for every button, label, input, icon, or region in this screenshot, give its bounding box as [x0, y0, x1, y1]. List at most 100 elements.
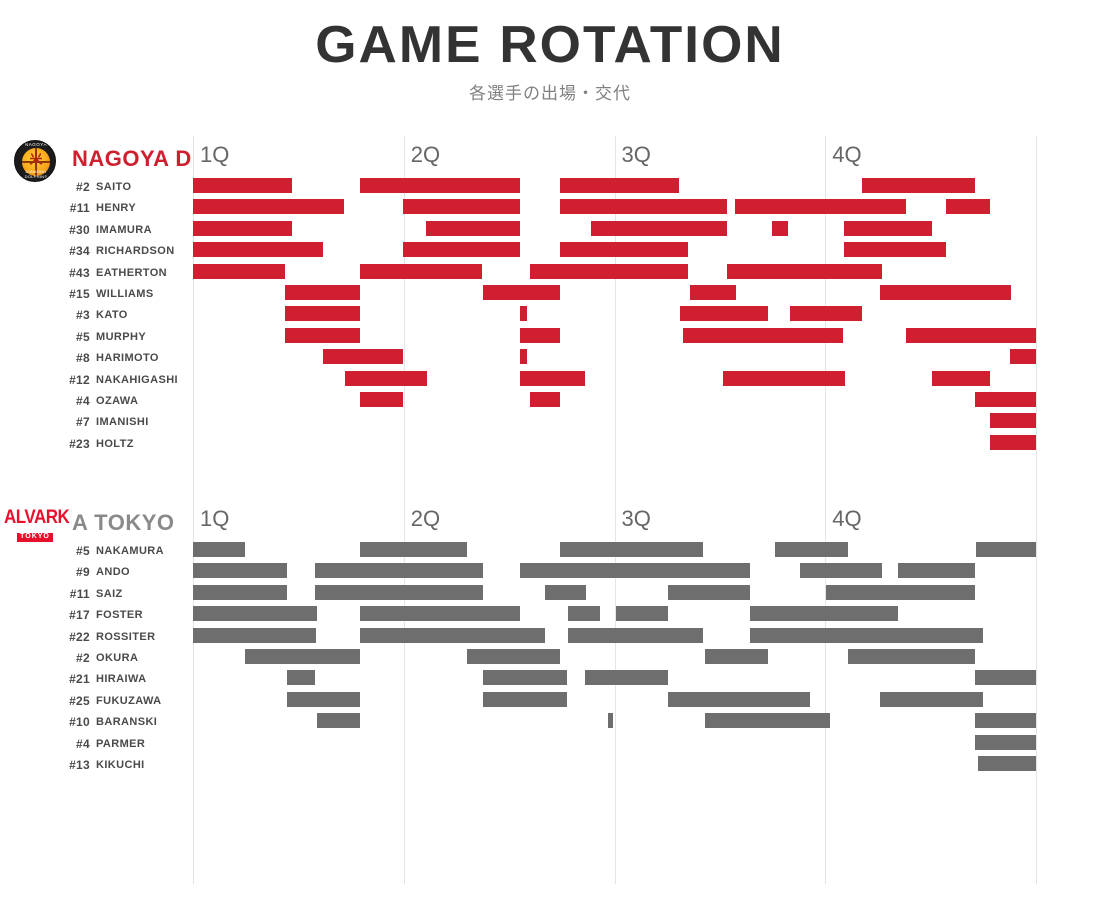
stint-bar[interactable]	[844, 220, 932, 236]
stint-bar[interactable]	[976, 542, 1036, 557]
stint-bar[interactable]	[880, 285, 1011, 300]
stint-bar[interactable]	[345, 370, 427, 386]
stint-bar[interactable]	[360, 606, 520, 622]
stint-bar[interactable]	[193, 542, 245, 557]
stint-bar[interactable]	[1010, 349, 1036, 365]
stint-bar[interactable]	[193, 584, 287, 600]
stint-bar[interactable]	[287, 670, 315, 686]
stint-bar[interactable]	[591, 220, 727, 236]
stint-bar[interactable]	[826, 584, 975, 600]
stint-bar[interactable]	[360, 542, 467, 557]
stint-bar[interactable]	[668, 584, 750, 600]
stint-bar[interactable]	[317, 713, 360, 729]
stint-bar[interactable]	[862, 178, 975, 193]
stint-bar[interactable]	[545, 584, 586, 600]
stint-bar[interactable]	[790, 306, 862, 322]
stint-bar[interactable]	[906, 327, 1036, 343]
stint-bar[interactable]	[775, 542, 848, 557]
stint-bar[interactable]	[315, 563, 483, 579]
stint-bar[interactable]	[750, 627, 983, 643]
stint-bar[interactable]	[560, 542, 703, 557]
stint-bar[interactable]	[193, 242, 323, 258]
stint-bar[interactable]	[932, 370, 990, 386]
stint-bar[interactable]	[723, 370, 845, 386]
stint-bar[interactable]	[483, 285, 560, 300]
stint-bar[interactable]	[193, 178, 292, 193]
stint-bar[interactable]	[245, 649, 360, 664]
stint-bar[interactable]	[975, 713, 1036, 729]
stint-bar[interactable]	[560, 199, 727, 215]
stint-bar[interactable]	[800, 563, 882, 579]
stint-bar[interactable]	[978, 756, 1036, 771]
stint-bar[interactable]	[467, 649, 560, 664]
stint-bar[interactable]	[585, 670, 668, 686]
stint-bar[interactable]	[193, 263, 285, 279]
stint-bar[interactable]	[705, 713, 830, 729]
stint-bar[interactable]	[616, 606, 668, 622]
stint-bar[interactable]	[705, 649, 768, 664]
stint-bar[interactable]	[946, 199, 990, 215]
stint-bar[interactable]	[483, 670, 567, 686]
stint-bar[interactable]	[193, 563, 287, 579]
stint-bar[interactable]	[285, 327, 360, 343]
stint-bar[interactable]	[193, 220, 292, 236]
stint-bar[interactable]	[975, 734, 1036, 750]
stint-bar[interactable]	[668, 691, 810, 707]
stint-bar[interactable]	[193, 627, 316, 643]
stint-bar[interactable]	[898, 563, 975, 579]
stint-bar[interactable]	[990, 434, 1036, 450]
stint-bar[interactable]	[690, 285, 736, 300]
stint-bar[interactable]	[880, 691, 983, 707]
stint-bar[interactable]	[520, 370, 585, 386]
stint-bar[interactable]	[287, 691, 360, 707]
stint-bar[interactable]	[323, 349, 403, 365]
stint-bar[interactable]	[975, 670, 1036, 686]
stint-bar[interactable]	[848, 649, 975, 664]
stint-bar[interactable]	[193, 606, 317, 622]
stint-bar[interactable]	[975, 392, 1036, 407]
stint-bar[interactable]	[520, 306, 527, 322]
stint-bar[interactable]	[285, 306, 360, 322]
stint-bar[interactable]	[750, 606, 898, 622]
stint-bar[interactable]	[403, 199, 520, 215]
stint-bar[interactable]	[735, 199, 906, 215]
stint-bar[interactable]	[426, 220, 520, 236]
stint-bar[interactable]	[560, 178, 679, 193]
stint-bar[interactable]	[727, 263, 882, 279]
stint-bar[interactable]	[193, 199, 344, 215]
stint-bar[interactable]	[608, 713, 613, 729]
stint-bar[interactable]	[360, 627, 545, 643]
stint-bar[interactable]	[568, 606, 600, 622]
stint-bar[interactable]	[530, 263, 688, 279]
stint-bar[interactable]	[990, 413, 1036, 429]
stint-bar[interactable]	[772, 220, 788, 236]
stint-bar[interactable]	[520, 563, 750, 579]
stint-bar[interactable]	[360, 263, 482, 279]
stint-bar[interactable]	[520, 327, 560, 343]
stint-bar[interactable]	[568, 627, 703, 643]
stint-bar[interactable]	[560, 242, 688, 258]
stint-bar[interactable]	[530, 392, 560, 407]
stint-bar[interactable]	[520, 349, 527, 365]
stint-bar[interactable]	[483, 691, 567, 707]
stint-bar[interactable]	[403, 242, 520, 258]
